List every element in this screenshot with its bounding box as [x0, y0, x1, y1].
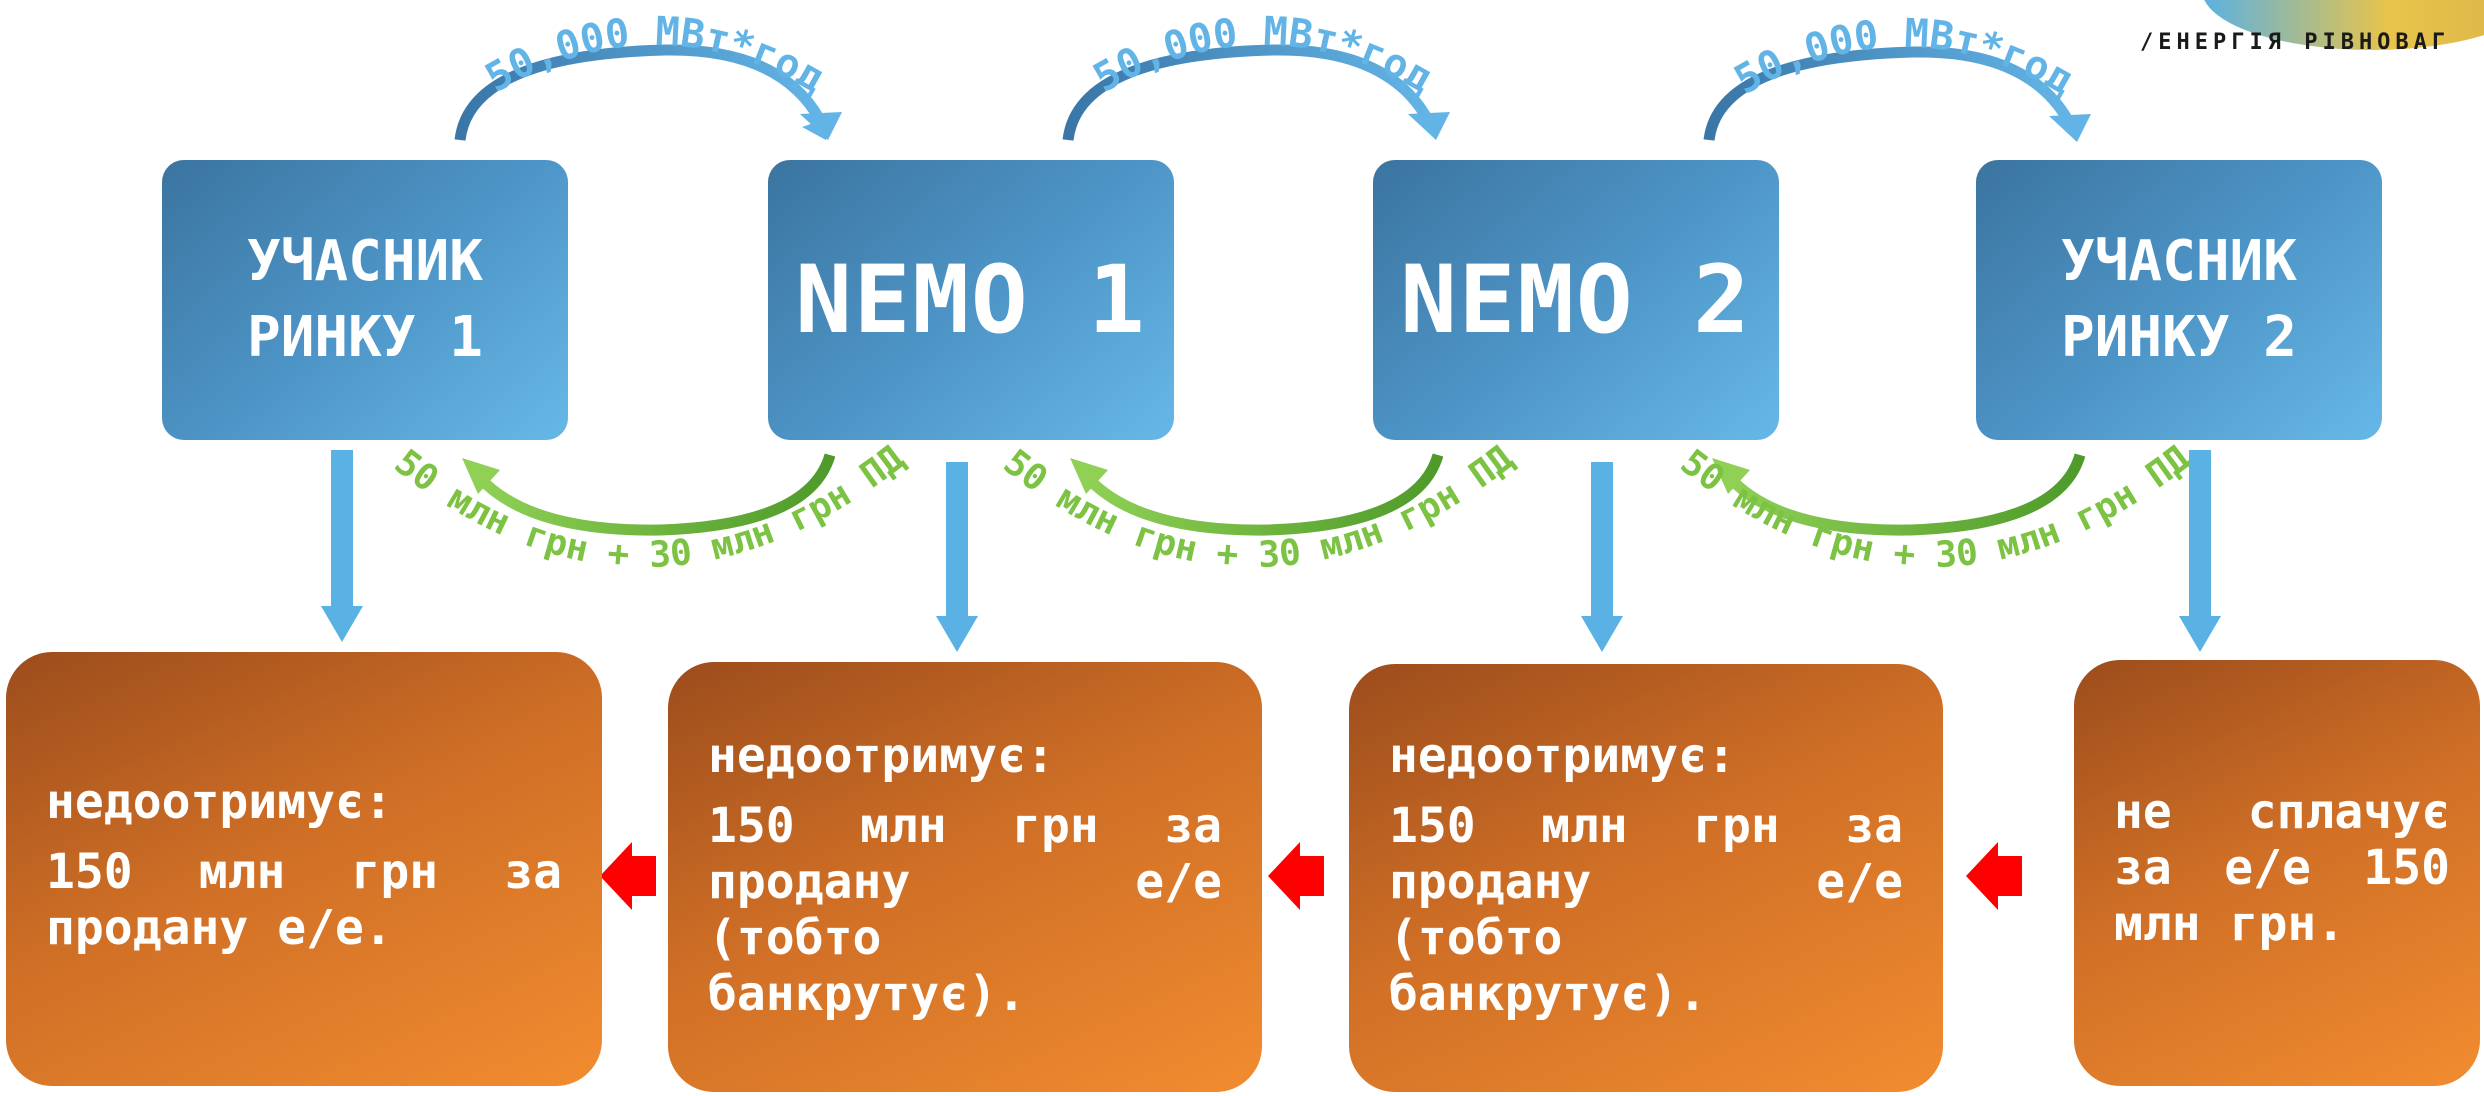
- market-participant-1-box: УЧАСНИК РИНКУ 1: [162, 160, 568, 440]
- payment-arrow-2: [1070, 453, 1444, 536]
- energy-label-1: 50,000 МВт*год: [478, 9, 832, 102]
- down-arrow-2: [936, 462, 978, 652]
- down-arrow-3: [1581, 462, 1623, 652]
- outcome-box-2: недоотримує: 150 млн грн за продану е/е …: [668, 662, 1262, 1092]
- left-arrow-3: [1966, 842, 2022, 910]
- nemo-1-box: NEMO 1: [768, 160, 1174, 440]
- market-participant-2-box: УЧАСНИК РИНКУ 2: [1976, 160, 2382, 440]
- payment-arrow-1: [462, 453, 836, 536]
- nemo-2-box: NEMO 2: [1373, 160, 1779, 440]
- energy-arrow-1: [454, 44, 842, 141]
- outcome-2-heading: недоотримує:: [708, 728, 1055, 784]
- outcome-4-text: не сплачує за е/е 150 млн грн.: [2114, 784, 2450, 952]
- outcome-1-heading: недоотримує:: [46, 774, 393, 830]
- logo: /ЕНЕРГІЯ РІВНОВАГ: [2130, 0, 2484, 60]
- down-arrow-1: [321, 450, 363, 642]
- outcome-2-text: 150 млн грн за продану е/е (тобто банкру…: [708, 798, 1222, 1022]
- outcome-3-text: 150 млн грн за продану е/е (тобто банкру…: [1389, 798, 1903, 1022]
- payment-arrow-3: [1712, 453, 2086, 536]
- outcome-box-3: недоотримує: 150 млн грн за продану е/е …: [1349, 664, 1943, 1092]
- energy-arrow-2: [1062, 44, 1450, 141]
- energy-arrow-3: [1703, 46, 2091, 142]
- outcome-box-4: не сплачує за е/е 150 млн грн.: [2074, 660, 2480, 1086]
- outcome-box-1: недоотримує: 150 млн грн за продану е/е.: [6, 652, 602, 1086]
- energy-label-3: 50,000 МВт*год: [1727, 11, 2081, 104]
- left-arrow-1: [600, 842, 656, 910]
- logo-text: /ЕНЕРГІЯ РІВНОВАГ: [2140, 30, 2451, 55]
- outcome-3-heading: недоотримує:: [1389, 728, 1736, 784]
- outcome-1-text: 150 млн грн за продану е/е.: [46, 844, 562, 956]
- energy-label-2: 50,000 МВт*год: [1086, 9, 1440, 102]
- down-arrow-4: [2179, 450, 2221, 652]
- left-arrow-2: [1268, 842, 1324, 910]
